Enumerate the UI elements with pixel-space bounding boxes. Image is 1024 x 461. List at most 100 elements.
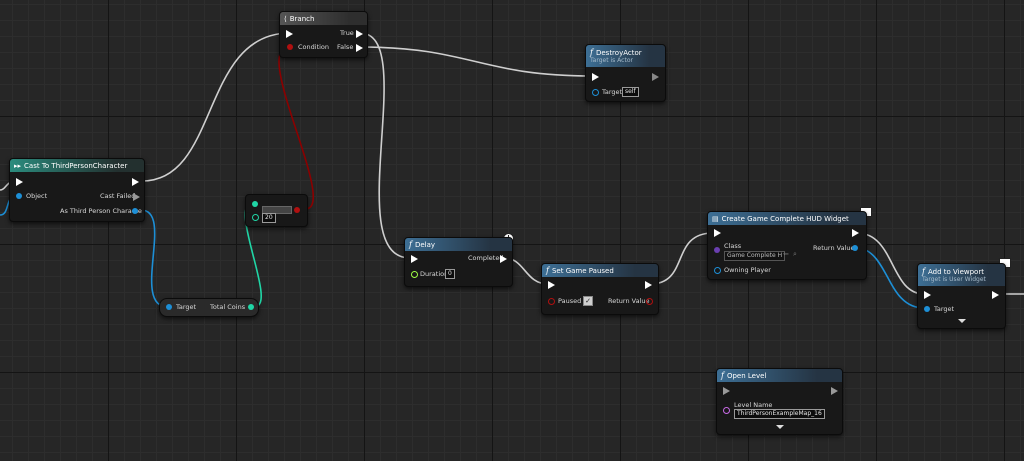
- exec-wire-false-to-destroy[interactable]: [359, 46, 593, 77]
- create-owning-player-label: Owning Player: [724, 266, 771, 274]
- object-wire-character-to-target[interactable]: [140, 209, 169, 308]
- function-icon: f: [721, 371, 724, 380]
- cast-as-character-pin[interactable]: [132, 208, 138, 214]
- cast-object-label: Object: [26, 192, 48, 200]
- add-to-viewport-subtitle: Target is User Widget: [922, 276, 986, 283]
- set-paused-exec-out-pin[interactable]: [645, 281, 652, 289]
- create-widget-title: Create Game Complete HUD Widget: [721, 214, 849, 223]
- destroy-exec-out-pin[interactable]: [652, 73, 659, 81]
- cast-exec-out-pin[interactable]: [132, 178, 139, 186]
- cast-node[interactable]: ▸▸Cast To ThirdPersonCharacter Object Ca…: [9, 158, 145, 222]
- widget-blueprint-icon: ▤: [712, 214, 719, 223]
- create-exec-out-pin[interactable]: [852, 229, 859, 237]
- function-icon: f: [922, 267, 925, 276]
- set-paused-paused-pin[interactable]: [548, 298, 555, 305]
- exec-wire-cast-to-branch[interactable]: [141, 32, 291, 182]
- get-coins-target-pin[interactable]: [166, 304, 172, 310]
- destroy-target-label: Target: [602, 88, 623, 96]
- compare-operator-icon: [262, 206, 292, 214]
- branch-title: Branch: [289, 14, 315, 23]
- get-coins-node[interactable]: Target Total Coins: [159, 298, 259, 317]
- function-icon: f: [546, 266, 549, 275]
- destroy-exec-in-pin[interactable]: [592, 73, 599, 81]
- branch-condition-label: Condition: [298, 43, 330, 51]
- expand-arrow-icon[interactable]: [958, 319, 966, 323]
- create-class-pin[interactable]: [714, 247, 720, 253]
- create-exec-in-pin[interactable]: [714, 229, 721, 237]
- viewport-exec-in-pin[interactable]: [924, 291, 931, 299]
- create-class-dropdown[interactable]: Game Complete H: [724, 251, 786, 261]
- cast-icon: ▸▸: [14, 161, 22, 170]
- set-paused-paused-label: Paused: [558, 297, 582, 305]
- exec-wire-create-to-viewport[interactable]: [856, 232, 925, 295]
- create-owning-player-pin[interactable]: [714, 267, 721, 274]
- delay-exec-in-pin[interactable]: [411, 255, 418, 263]
- get-coins-total-label: Total Coins: [210, 303, 246, 311]
- destroy-target-value[interactable]: self: [622, 87, 639, 97]
- cast-title: Cast To ThirdPersonCharacter: [24, 161, 128, 170]
- exec-wire-setpaused-to-create[interactable]: [649, 232, 714, 285]
- cast-exec-in-pin[interactable]: [16, 178, 23, 186]
- destroy-target-pin[interactable]: [592, 89, 599, 96]
- branch-icon: ⟨: [284, 14, 287, 23]
- function-icon: f: [409, 240, 412, 249]
- get-coins-target-label: Target: [176, 303, 197, 311]
- delay-duration-value[interactable]: 0: [445, 269, 455, 279]
- create-widget-node[interactable]: ▤Create Game Complete HUD Widget Class G…: [707, 211, 867, 280]
- cast-failed-label: Cast Failed: [100, 192, 136, 200]
- set-paused-title: Set Game Paused: [551, 266, 614, 275]
- destroy-actor-title: DestroyActor: [595, 49, 642, 57]
- compare-b-pin[interactable]: [252, 214, 259, 221]
- set-paused-checkbox[interactable]: ✓: [583, 296, 593, 306]
- expand-arrow-icon[interactable]: [776, 425, 784, 429]
- open-level-title: Open Level: [726, 371, 767, 380]
- delay-completed-pin[interactable]: [500, 255, 507, 263]
- delay-title: Delay: [414, 240, 436, 249]
- set-paused-return-label: Return Value: [608, 297, 650, 305]
- branch-node[interactable]: ⟨Branch Condition True False: [279, 11, 368, 58]
- cast-failed-pin[interactable]: [133, 193, 140, 201]
- open-level-name-pin[interactable]: [723, 407, 730, 414]
- destroy-actor-subtitle: Target is Actor: [590, 57, 633, 64]
- open-level-exec-out-pin[interactable]: [831, 387, 838, 395]
- branch-condition-pin[interactable]: [287, 44, 293, 50]
- function-icon: f: [590, 48, 593, 57]
- branch-false-label: False: [337, 43, 354, 51]
- get-coins-total-pin[interactable]: [248, 304, 254, 310]
- set-paused-exec-in-pin[interactable]: [548, 281, 555, 289]
- branch-false-pin[interactable]: [356, 44, 363, 52]
- cast-object-pin[interactable]: [16, 193, 22, 199]
- compare-result-pin[interactable]: [294, 207, 300, 213]
- open-level-name-value[interactable]: ThirdPersonExampleMap_16: [734, 409, 825, 419]
- create-return-label: Return Value: [813, 244, 855, 252]
- create-class-label: Class: [724, 242, 742, 250]
- exec-wire-true-to-delay[interactable]: [359, 32, 411, 259]
- delay-duration-label: Duration: [420, 270, 449, 278]
- add-to-viewport-title: Add to Viewport: [927, 268, 984, 276]
- branch-exec-in-pin[interactable]: [286, 30, 293, 38]
- open-level-name-label: Level Name: [734, 401, 773, 409]
- viewport-target-pin[interactable]: [924, 306, 930, 312]
- create-return-pin[interactable]: [852, 245, 858, 251]
- branch-true-pin[interactable]: [356, 30, 363, 38]
- compare-node[interactable]: 20: [245, 194, 308, 227]
- delay-duration-pin[interactable]: [411, 271, 418, 278]
- set-paused-return-pin[interactable]: [646, 298, 653, 305]
- viewport-exec-out-pin[interactable]: [992, 291, 999, 299]
- compare-value[interactable]: 20: [262, 213, 276, 223]
- branch-true-label: True: [340, 29, 354, 37]
- open-level-exec-in-pin[interactable]: [723, 387, 730, 395]
- bool-wire-compare-to-condition[interactable]: [278, 46, 315, 210]
- compare-a-pin[interactable]: [252, 201, 258, 207]
- browse-arrow-icon[interactable]: ⇐: [783, 250, 789, 258]
- viewport-target-label: Target: [934, 305, 955, 313]
- cast-as-character-label: As Third Person Characte: [60, 207, 142, 215]
- delay-completed-label: Completed: [468, 254, 504, 262]
- browse-search-icon[interactable]: ⌕: [793, 250, 797, 258]
